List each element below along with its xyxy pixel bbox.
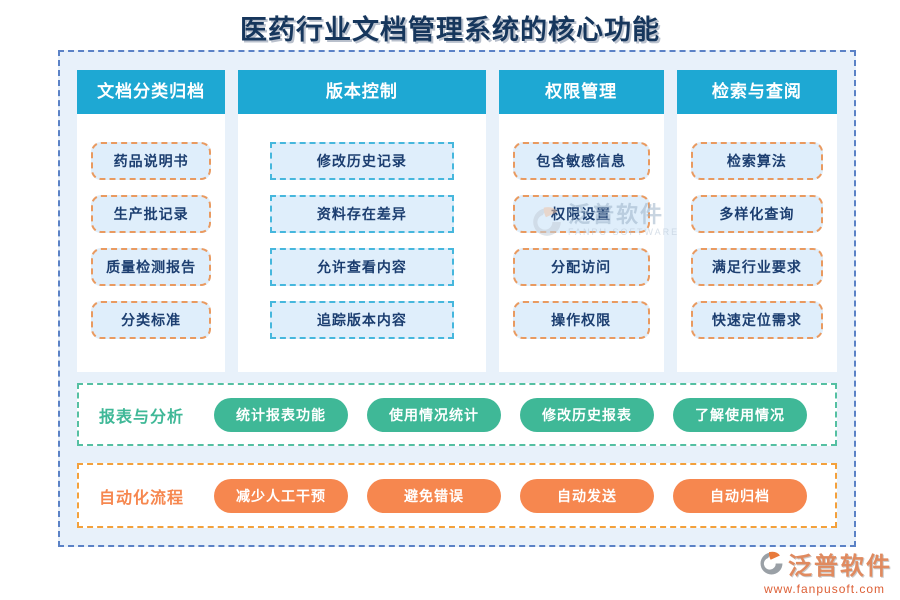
column-version-control: 版本控制 修改历史记录 资料存在差异 允许查看内容 追踪版本内容 [238,70,486,372]
feature-item: 分配访问 [512,248,650,286]
feature-item: 检索算法 [690,142,823,180]
feature-item: 操作权限 [512,301,650,339]
band-pill: 了解使用情况 [673,397,807,432]
column-items: 检索算法 多样化查询 满足行业要求 快速定位需求 [677,114,837,354]
feature-item: 修改历史记录 [270,142,454,180]
band-label: 自动化流程 [99,489,185,507]
feature-item: 包含敏感信息 [512,142,650,180]
feature-item: 多样化查询 [690,195,823,233]
column-header: 检索与查阅 [676,70,837,114]
column-header: 权限管理 [498,70,664,114]
band-pill: 修改历史报表 [520,397,654,432]
feature-item: 快速定位需求 [690,301,823,339]
fanpu-logo: 泛普软件 www.fanpusoft.com [758,546,892,596]
feature-item: 药品说明书 [91,142,212,180]
column-items: 药品说明书 生产批记录 质量检测报告 分类标准 [77,114,225,354]
fanpu-logo-icon [760,551,783,575]
column-header: 文档分类归档 [77,70,226,114]
logo-row: 泛普软件 [758,546,892,581]
feature-item: 满足行业要求 [690,248,823,286]
band-label: 报表与分析 [99,408,185,426]
band-pill: 统计报表功能 [214,397,348,432]
main-board: 文档分类归档 药品说明书 生产批记录 质量检测报告 分类标准 版本控制 修改历史… [58,50,856,547]
band-automation-flow: 自动化流程 减少人工干预 避免错误 自动发送 自动归档 [77,463,837,528]
column-items: 包含敏感信息 权限设置 分配访问 操作权限 [499,114,664,354]
feature-item: 资料存在差异 [270,195,454,233]
column-header: 版本控制 [238,70,486,114]
column-permission-management: 权限管理 包含敏感信息 权限设置 分配访问 操作权限 [498,70,664,372]
page-title: 医药行业文档管理系统的核心功能 [240,15,660,45]
feature-item: 质量检测报告 [91,248,212,286]
band-pill: 减少人工干预 [214,478,348,513]
feature-columns: 文档分类归档 药品说明书 生产批记录 质量检测报告 分类标准 版本控制 修改历史… [77,70,837,372]
feature-item: 允许查看内容 [270,248,454,286]
band-pill: 避免错误 [367,478,501,513]
band-pill: 使用情况统计 [367,397,501,432]
logo-url-link[interactable]: www.fanpusoft.com [764,582,886,596]
logo-name: 泛普软件 [788,553,892,580]
band-reports-analysis: 报表与分析 统计报表功能 使用情况统计 修改历史报表 了解使用情况 [77,383,837,446]
column-search-access: 检索与查阅 检索算法 多样化查询 满足行业要求 快速定位需求 [676,70,837,372]
feature-item: 分类标准 [91,301,212,339]
feature-item: 生产批记录 [91,195,212,233]
column-document-archiving: 文档分类归档 药品说明书 生产批记录 质量检测报告 分类标准 [77,70,226,372]
band-pill: 自动发送 [520,478,654,513]
feature-item: 权限设置 [512,195,650,233]
column-items: 修改历史记录 资料存在差异 允许查看内容 追踪版本内容 [238,114,485,354]
feature-item: 追踪版本内容 [270,301,454,339]
band-pill: 自动归档 [673,478,807,513]
